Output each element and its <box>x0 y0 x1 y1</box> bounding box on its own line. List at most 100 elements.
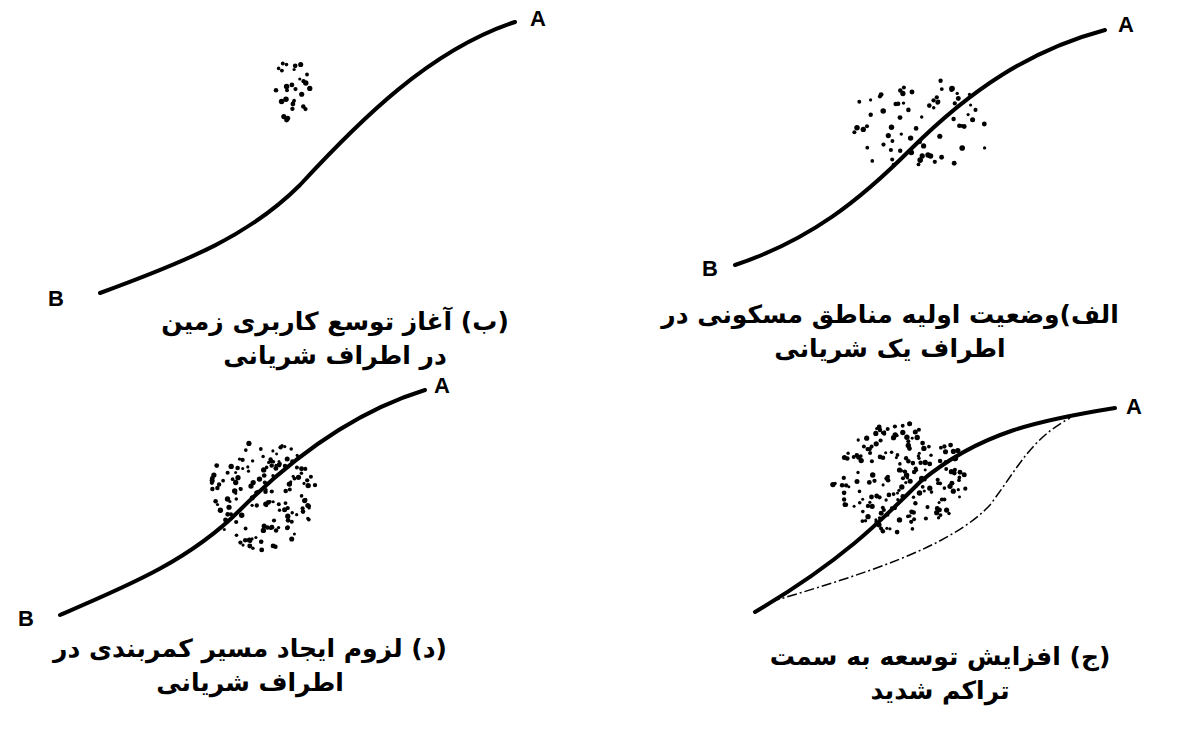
settlement-dot <box>938 79 942 83</box>
settlement-dot <box>262 473 267 478</box>
settlement-dot <box>982 122 987 127</box>
settlement-dot <box>307 506 310 509</box>
settlement-dot <box>288 488 292 492</box>
settlement-dot <box>914 126 919 131</box>
settlement-dot <box>235 466 240 471</box>
point-label: B <box>18 608 34 630</box>
settlement-dot <box>870 159 874 163</box>
settlement-dot <box>940 87 944 91</box>
settlement-dot <box>953 456 958 461</box>
settlement-dot <box>862 445 866 449</box>
settlement-dot <box>244 448 248 452</box>
settlement-dot <box>255 503 259 507</box>
settlement-dot <box>277 502 281 506</box>
settlement-dot <box>866 504 870 508</box>
settlement-dot <box>952 457 957 462</box>
settlement-dot <box>282 507 287 512</box>
settlement-dot <box>289 536 294 541</box>
settlement-dot <box>944 467 948 471</box>
settlement-dot <box>232 488 237 493</box>
settlement-dot <box>951 489 956 494</box>
settlement-dot <box>290 102 295 107</box>
settlement-dot <box>938 459 943 464</box>
settlement-dot <box>900 430 905 435</box>
settlement-dot <box>868 501 871 504</box>
settlement-dot <box>870 459 874 463</box>
settlement-dot <box>226 505 231 510</box>
settlement-dot <box>858 501 862 505</box>
settlement-dot <box>247 537 252 542</box>
settlement-dot <box>286 518 291 523</box>
settlement-dot <box>300 494 304 498</box>
settlement-dot <box>878 455 883 460</box>
settlement-dot <box>942 444 946 448</box>
artery-road <box>60 390 425 615</box>
settlement-dot <box>842 476 846 480</box>
settlement-dot <box>952 161 957 166</box>
panel-caption: الف)وضعیت اولیه مناطق مسکونی در اطراف یک… <box>655 298 1125 366</box>
settlement-dot <box>247 470 250 473</box>
settlement-dot <box>898 462 902 466</box>
settlement-dot <box>859 458 864 463</box>
settlement-dot <box>955 448 960 453</box>
settlement-dot <box>890 139 894 143</box>
settlement-dot <box>272 500 275 503</box>
panel-caption: (ج) افزایش توسعه به سمت تراکم شدید <box>735 640 1145 708</box>
settlement-dot <box>223 517 228 522</box>
settlement-dot <box>938 501 941 504</box>
settlement-dot <box>898 88 903 93</box>
settlement-dot <box>275 453 278 456</box>
settlement-dot <box>921 446 926 451</box>
settlement-dot <box>239 512 244 517</box>
settlement-dot <box>302 498 307 503</box>
settlement-dot <box>948 443 953 448</box>
settlement-dot <box>289 447 293 451</box>
settlement-dot <box>290 511 293 514</box>
settlement-dot <box>874 518 877 521</box>
settlement-dot <box>254 491 257 494</box>
settlement-dot <box>266 500 271 505</box>
settlement-dot <box>278 445 282 449</box>
settlement-dot <box>936 481 940 485</box>
settlement-dot <box>858 490 862 494</box>
settlement-dot <box>939 155 944 160</box>
point-label: A <box>1126 396 1142 418</box>
point-label: B <box>48 288 64 310</box>
settlement-dot <box>921 485 925 489</box>
settlement-dot <box>953 101 957 105</box>
settlement-dot <box>865 514 870 519</box>
settlement-dot <box>259 539 264 544</box>
settlement-dot <box>226 471 230 475</box>
settlement-dot <box>274 88 279 93</box>
settlement-dot <box>909 150 915 156</box>
settlement-dot <box>229 512 233 516</box>
settlement-dot <box>925 505 929 509</box>
settlement-dot <box>872 479 876 483</box>
settlement-dot <box>300 494 303 497</box>
settlement-dot <box>301 79 305 83</box>
settlement-dot <box>934 510 939 515</box>
settlement-dot <box>887 493 892 498</box>
bypass-road <box>770 418 1070 602</box>
settlement-dot <box>867 480 872 485</box>
settlement-dot <box>240 458 244 462</box>
settlement-dot <box>854 125 860 131</box>
settlement-dot <box>911 437 914 440</box>
settlement-dot <box>963 487 967 491</box>
settlement-dot <box>283 96 288 101</box>
settlement-dot <box>882 483 885 486</box>
settlement-dot <box>902 86 906 90</box>
settlement-dot <box>904 435 909 440</box>
settlement-dot <box>910 90 915 95</box>
settlement-dot <box>231 477 235 481</box>
settlement-dot <box>875 427 878 430</box>
settlement-dot <box>289 82 294 87</box>
settlement-dot <box>884 498 887 501</box>
settlement-dot <box>221 479 225 483</box>
settlement-dot <box>234 520 238 524</box>
settlement-dot <box>879 511 884 516</box>
settlement-dot <box>261 455 264 458</box>
settlement-dot <box>898 148 902 152</box>
settlement-dot <box>957 124 961 128</box>
settlement-dot <box>869 98 872 101</box>
